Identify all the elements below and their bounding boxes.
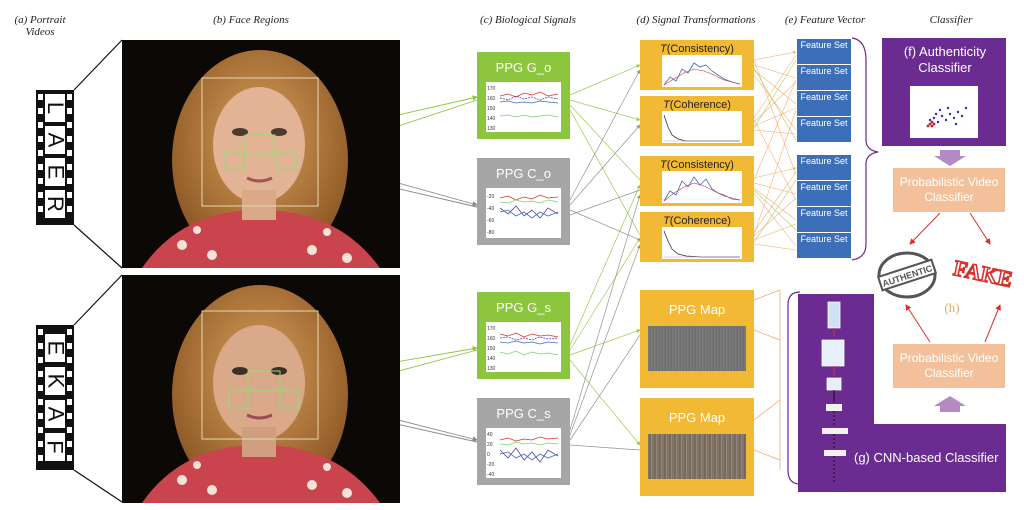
- probabilistic-video-classifier-top: Probabilistic Video Classifier: [893, 168, 1005, 212]
- tick-label: 140: [487, 356, 496, 362]
- tick-label: 170: [487, 86, 496, 92]
- probabilistic-video-classifier-bottom: Probabilistic Video Classifier: [893, 344, 1005, 388]
- ppg-map-2: PPG Map: [640, 398, 754, 496]
- feature-set-box: Feature Set: [796, 64, 852, 91]
- signal-title: PPG C_o: [496, 166, 551, 181]
- map-title: PPG Map: [668, 302, 726, 317]
- feature-set-box: Feature Set: [796, 180, 852, 207]
- tick-label: -60: [487, 218, 494, 224]
- tick-label: 20: [487, 442, 493, 448]
- film-letter: A: [43, 400, 68, 428]
- feature-set-box: Feature Set: [796, 154, 852, 181]
- header-portrait-videos: (a) Portrait Videos: [14, 14, 66, 38]
- signal-plot: 170 160 150 140 130: [486, 322, 561, 372]
- tick-label: 160: [487, 96, 496, 102]
- feature-set-box: Feature Set: [796, 90, 852, 117]
- ppg-map-image: [648, 326, 746, 371]
- transform-title: T(Coherence): [663, 99, 731, 111]
- transform-title: T(Coherence): [663, 215, 731, 227]
- authenticity-classifier-label: (f) Authenticity Classifier: [903, 44, 987, 75]
- authenticity-classifier: (f) Authenticity Classifier: [882, 38, 1006, 146]
- signal-ppg-c-o: PPG C_o -20 -40 -60 -80: [477, 158, 570, 245]
- signal-plot: 170 160 150 140 130: [486, 82, 561, 132]
- tick-label: -40: [487, 206, 494, 212]
- cnn-classifier-label: (g) CNN-based Classifier: [854, 450, 999, 465]
- film-letter: F: [43, 433, 68, 461]
- transform-plot: [662, 55, 742, 87]
- signal-ppg-c-s: PPG C_s 40 20 0 -20 -40: [477, 398, 570, 485]
- scatter-plot: [910, 86, 978, 138]
- film-letter: A: [43, 126, 68, 154]
- tick-label: -20: [487, 194, 494, 200]
- fake-stamp: FAKE: [950, 254, 1016, 294]
- transform-coherence-2: T(Coherence): [640, 212, 754, 262]
- feature-set-box: Feature Set: [796, 206, 852, 233]
- header-feature-vector: (e) Feature Vector: [784, 14, 866, 26]
- film-letter: L: [43, 94, 68, 122]
- transform-consistency-1: T(Consistency): [640, 40, 754, 90]
- tick-label: 150: [487, 106, 496, 112]
- film-letter: E: [43, 334, 68, 362]
- h-label: (h): [944, 300, 960, 315]
- feature-set-box: Feature Set: [796, 116, 852, 143]
- header-face-regions: (b) Face Regions: [213, 14, 289, 26]
- transform-coherence-1: T(Coherence): [640, 96, 754, 146]
- tick-label: 150: [487, 346, 496, 352]
- authentic-stamp: AUTHENTIC: [876, 250, 938, 300]
- tick-label: 170: [487, 326, 496, 332]
- tick-label: -40: [487, 472, 494, 478]
- film-letter: R: [43, 190, 68, 218]
- header-classifier: Classifier: [929, 14, 973, 26]
- film-letter: K: [43, 367, 68, 395]
- signal-ppg-g-s: PPG G_s 170 160 150 140 130: [477, 292, 570, 379]
- cnn-architecture: [812, 298, 858, 488]
- fake-stamp-text: FAKE: [951, 255, 1014, 292]
- feature-set-box: Feature Set: [796, 232, 852, 259]
- transform-title: T(Consistency): [660, 43, 734, 55]
- transform-plot: [662, 171, 742, 203]
- film-letter: E: [43, 158, 68, 186]
- face-image-fake: [122, 275, 400, 503]
- transform-plot: [662, 111, 742, 143]
- ppg-map-1: PPG Map: [640, 290, 754, 388]
- header-signal-transformations: (d) Signal Transformations: [636, 14, 756, 26]
- map-title: PPG Map: [668, 410, 726, 425]
- signal-plot: 40 20 0 -20 -40: [486, 428, 561, 478]
- transform-consistency-2: T(Consistency): [640, 156, 754, 206]
- header-biological-signals: (c) Biological Signals: [480, 14, 576, 26]
- tick-label: 130: [487, 126, 496, 132]
- signal-plot: -20 -40 -60 -80: [486, 188, 561, 238]
- film-strip-real: R E A L: [36, 90, 74, 225]
- signal-title: PPG G_o: [495, 60, 552, 75]
- tick-label: -20: [487, 462, 494, 468]
- tick-label: 130: [487, 366, 496, 372]
- tick-label: 160: [487, 336, 496, 342]
- ppg-map-image: [648, 434, 746, 479]
- cnn-classifier-base: [798, 424, 1006, 492]
- signal-title: PPG G_s: [496, 300, 551, 315]
- tick-label: 140: [487, 116, 496, 122]
- signal-ppg-g-o: PPG G_o 170 160 150 140 130: [477, 52, 570, 139]
- film-strip-fake: F A K E: [36, 325, 74, 470]
- tick-label: 40: [487, 432, 493, 438]
- tick-label: 0: [487, 452, 490, 458]
- transform-plot: [662, 227, 742, 259]
- feature-set-box: Feature Set: [796, 38, 852, 65]
- signal-title: PPG C_s: [496, 406, 551, 421]
- tick-label: -80: [487, 230, 494, 236]
- transform-title: T(Consistency): [660, 159, 734, 171]
- face-image-real: [122, 40, 400, 268]
